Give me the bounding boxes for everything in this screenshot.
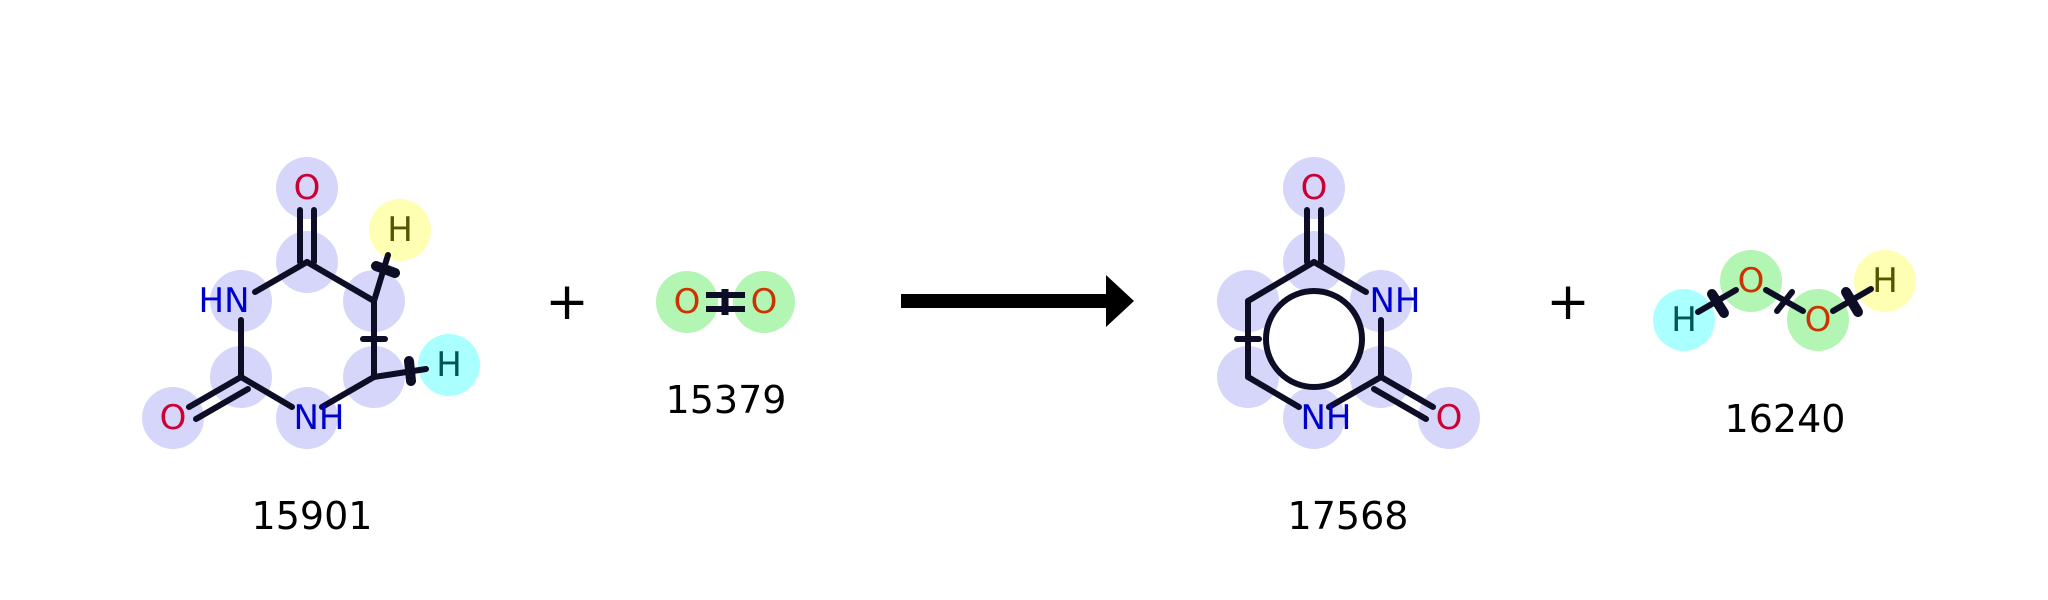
plus-sign: + xyxy=(545,272,589,332)
atom-label-a3: HN xyxy=(199,281,250,321)
bond-c2-c8 xyxy=(304,259,377,304)
atom-label-a5: O xyxy=(160,398,187,438)
bonds xyxy=(1695,286,1874,318)
molecule-id-16240: 16240 xyxy=(1725,397,1846,441)
bonds xyxy=(1234,207,1436,422)
bond-change-mark-oo xyxy=(1774,289,1795,314)
bond-c4-n6 xyxy=(1326,374,1384,410)
bond-change-mark-ho xyxy=(1707,289,1729,318)
atom-label-d1: H xyxy=(1671,300,1697,340)
atom-highlight-d1 xyxy=(1653,289,1715,351)
atom-highlight-a1 xyxy=(276,157,338,219)
atom-highlight-c3 xyxy=(1350,270,1412,332)
bond-n6-c7 xyxy=(1245,374,1302,410)
atom-label-a10: H xyxy=(436,345,462,385)
atom-highlight-b1 xyxy=(656,271,718,333)
atom-label-a1: O xyxy=(294,168,321,208)
atom-label-a9: H xyxy=(387,210,413,250)
bond-change-mark-h10 xyxy=(404,356,416,386)
bond-c7-h10 xyxy=(371,366,429,380)
atom-highlight-a9 xyxy=(369,199,431,261)
molecule-id-15901: 15901 xyxy=(252,494,373,538)
atom-highlight-d2 xyxy=(1720,250,1782,312)
bond-double-co-left-b xyxy=(193,386,251,422)
molecule-15901: O HN O NH H H 15901 xyxy=(142,157,480,538)
bond-c2-n3 xyxy=(1311,259,1369,295)
atom-label-d3: O xyxy=(1805,300,1832,340)
atom-highlight-d4 xyxy=(1854,250,1916,312)
atom-label-c6: NH xyxy=(1301,398,1352,438)
bond-change-mark-h9 xyxy=(371,261,400,278)
molecule-17568: O NH O NH 17568 xyxy=(1217,157,1480,538)
atom-highlight-a3 xyxy=(210,270,272,332)
bond-double-co-right-b xyxy=(1371,386,1429,422)
atom-label-c5: O xyxy=(1436,398,1463,438)
bond-change-mark-oh xyxy=(1841,287,1863,317)
aromatic-ring xyxy=(1263,288,1365,390)
atom-label-b1: O xyxy=(674,282,701,322)
atom-highlight-c5 xyxy=(1418,387,1480,449)
bond-c2-n3 xyxy=(252,259,310,295)
plus-sign: + xyxy=(1546,272,1590,332)
atom-highlight-a5 xyxy=(142,387,204,449)
atom-label-b2: O xyxy=(751,282,778,322)
bond-c4-n6 xyxy=(238,374,295,410)
atom-highlight-a6 xyxy=(276,387,338,449)
atom-label-d4: H xyxy=(1872,261,1898,301)
atom-highlight-b2 xyxy=(733,271,795,333)
molecule-id-15379: 15379 xyxy=(666,378,787,422)
molecule-id-17568: 17568 xyxy=(1288,494,1409,538)
bond-double-co-right-a xyxy=(1378,374,1436,410)
bond-c8-c2 xyxy=(1245,259,1317,304)
bond-c8-h9 xyxy=(371,252,391,304)
molecule-16240: H O O H 16240 xyxy=(1653,250,1916,441)
atom-highlight-c1 xyxy=(1283,157,1345,219)
atom-labels: O HN O NH H H xyxy=(160,168,462,438)
bonds xyxy=(186,207,429,422)
molecule-15379: O O 15379 xyxy=(656,271,795,422)
atom-labels: O NH O NH xyxy=(1301,168,1463,438)
atom-label-a6: NH xyxy=(294,398,345,438)
bonds xyxy=(706,289,745,315)
bond-n6-c7 xyxy=(319,374,377,410)
atom-label-c3: NH xyxy=(1370,281,1421,321)
atom-label-d2: O xyxy=(1738,261,1765,301)
atom-highlight-a10 xyxy=(418,334,480,396)
reaction-arrow xyxy=(901,275,1134,327)
atom-label-c1: O xyxy=(1301,168,1328,208)
atom-highlight-d3 xyxy=(1787,289,1849,351)
atom-highlight-c6 xyxy=(1283,387,1345,449)
bond-double-co-left-a xyxy=(186,374,244,410)
